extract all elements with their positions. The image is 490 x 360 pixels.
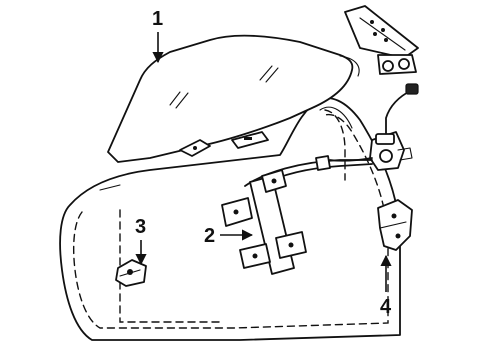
callout-2: 2 — [204, 225, 254, 247]
window-motor — [329, 83, 419, 171]
mirror-bracket — [344, 5, 419, 75]
door-glass — [107, 34, 360, 163]
svg-text:1: 1 — [152, 8, 163, 30]
motor-bracket-part-4 — [377, 199, 413, 251]
door-bracket-part-3 — [115, 259, 147, 287]
svg-text:3: 3 — [135, 216, 146, 238]
svg-text:2: 2 — [204, 225, 215, 247]
callout-1: 1 — [152, 8, 164, 64]
svg-text:4: 4 — [380, 296, 392, 318]
callout-4: 4 — [380, 254, 392, 318]
window-regulator — [221, 169, 307, 275]
callout-3: 3 — [135, 216, 147, 266]
